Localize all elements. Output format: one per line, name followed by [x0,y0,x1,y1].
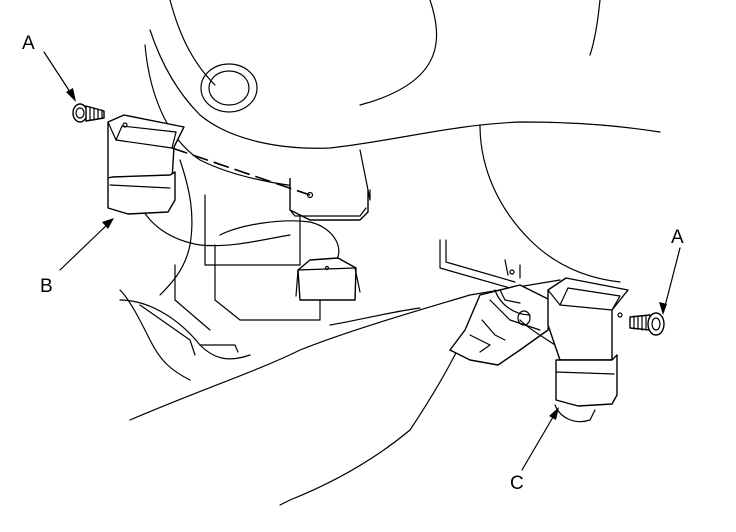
left-duct-b [107,114,185,215]
center-console [119,159,561,506]
callout-label-a-right: A [671,227,684,248]
callout-label-b: B [40,276,53,297]
callout-label-a-left: A [22,33,35,54]
dashboard-outline [144,0,661,283]
callout-label-c: C [510,473,524,494]
left-screw-a [72,103,105,123]
right-bracket-assembly [439,239,556,366]
alignment-dash-line [171,147,311,196]
lower-center-duct [295,257,361,301]
center-vent-outlet [289,178,369,221]
right-duct-c [547,277,629,423]
leader-arrows [43,51,681,471]
right-screw-a [629,312,665,336]
